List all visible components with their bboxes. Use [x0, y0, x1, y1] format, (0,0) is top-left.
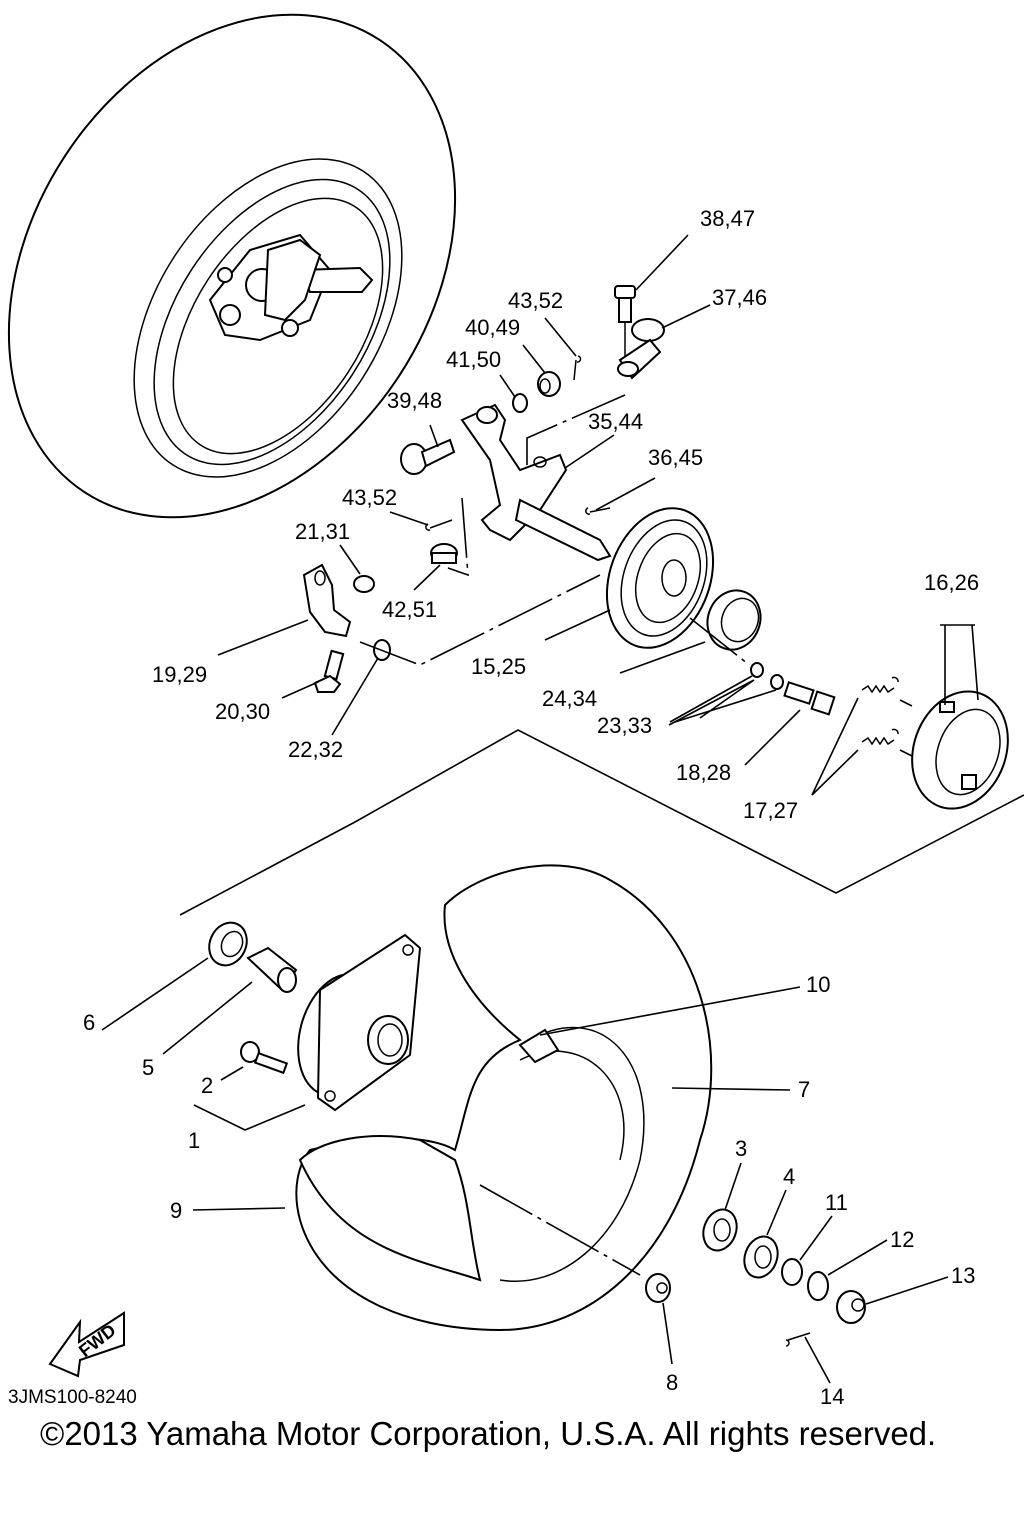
cam-lever-19-29: [302, 563, 352, 638]
bracket-1: [193, 1104, 306, 1131]
callout-10: 10: [806, 972, 830, 997]
hub-bolt-3: [217, 267, 233, 283]
o-ring-23-33-b: [770, 674, 784, 690]
tire-outer-outline: [7, 13, 457, 519]
tire-9-half: [298, 1135, 482, 1282]
callout-17-27: 17,27: [743, 798, 798, 823]
lower-wheel-group: [193, 864, 866, 1347]
callout-19-29: 19,29: [152, 662, 207, 687]
tie-rod-end-36-45: [617, 318, 665, 380]
callout-35-44: 35,44: [588, 409, 643, 434]
assembled-wheel: [7, 13, 457, 519]
knuckle-35-44: [460, 403, 612, 562]
centerline-lever: [359, 574, 601, 666]
callout-7: 7: [798, 1077, 810, 1102]
brake-lever-group: [302, 563, 601, 693]
castle-nut-40-49: [537, 371, 561, 397]
centerline-brake: [689, 617, 913, 757]
copyright-notice: ©2013 Yamaha Motor Corporation, U.S.A. A…: [40, 1415, 936, 1452]
fwd-arrow-icon: FWD: [48, 1311, 125, 1378]
callout-13: 13: [951, 1263, 975, 1288]
hub-bolt: [219, 304, 241, 326]
spring-17-27-a: [861, 676, 899, 694]
cotter-pin-43-52-top: [573, 355, 582, 381]
tire-7: [295, 864, 713, 1332]
rim-edge: [499, 1026, 645, 1282]
callout-3: 3: [735, 1136, 747, 1161]
brake-shoes-16-26: [911, 690, 1009, 810]
callout-14: 14: [820, 1384, 844, 1409]
cotter-pin-14: [785, 1332, 811, 1347]
collar-11: [781, 1258, 803, 1286]
knuckle-on-wheel: [263, 238, 322, 322]
callout-1: 1: [188, 1128, 200, 1153]
camshaft-18-28: [783, 681, 836, 716]
bolt-37-46: [614, 285, 636, 362]
bracket-16-26: [940, 624, 979, 705]
callout-16-26: 16,26: [924, 570, 979, 595]
callout-12: 12: [890, 1227, 914, 1252]
callout-8: 8: [666, 1370, 678, 1395]
callout-23-33: 23,33: [597, 713, 652, 738]
callout-labels: 38,47 37,46 43,52 40,49 41,50 39,48 35,4…: [83, 206, 979, 1409]
centerline-nut-8: [479, 1184, 641, 1276]
centerline-tie-rod: [526, 394, 626, 465]
knuckle-group: [400, 285, 665, 577]
callout-4: 4: [783, 1164, 795, 1189]
callout-11: 11: [825, 1190, 848, 1215]
callout-6: 6: [83, 1010, 95, 1035]
assembly-group-line: [179, 729, 1024, 916]
rim-inner: [172, 197, 384, 455]
callout-43-52-lower: 43,52: [342, 485, 397, 510]
hub-bolt-2: [281, 319, 299, 337]
stud-2: [240, 1041, 289, 1075]
bolt-39-48: [400, 438, 456, 475]
nut-8: [645, 1273, 671, 1303]
callout-41-50: 41,50: [446, 347, 501, 372]
callout-15-25: 15,25: [471, 654, 526, 679]
callout-40-49: 40,49: [465, 315, 520, 340]
nut-21-31: [353, 575, 375, 593]
washer-41-50: [512, 393, 528, 413]
callout-5: 5: [142, 1055, 154, 1080]
callout-42-51: 42,51: [382, 597, 437, 622]
cotter-pin-43-52-lower: [425, 519, 453, 531]
spring-17-27-b: [861, 728, 899, 746]
oil-seal-4: [743, 1235, 779, 1279]
callout-22-32: 22,32: [288, 737, 343, 762]
tire-bead-outline: [133, 158, 403, 478]
callout-21-31: 21,31: [295, 519, 350, 544]
diagram-code: 3JMS100-8240: [8, 1387, 137, 1408]
o-ring-23-33-a: [750, 662, 764, 678]
seal-6: [208, 921, 248, 967]
callout-2: 2: [201, 1073, 213, 1098]
brake-group: [605, 507, 1009, 810]
bolt-20-30: [313, 649, 345, 693]
leader-lines: [101, 234, 949, 1384]
callout-24-34: 24,34: [542, 686, 597, 711]
axle-nut-13: [836, 1290, 866, 1324]
washer-12: [807, 1271, 829, 1301]
hub-1: [297, 933, 422, 1112]
spindle: [514, 498, 612, 562]
callout-20-30: 20,30: [215, 699, 270, 724]
callout-18-28: 18,28: [676, 760, 731, 785]
callout-9: 9: [170, 1198, 182, 1223]
castle-nut-42-51: [430, 543, 458, 564]
callout-43-52-top: 43,52: [508, 288, 563, 313]
callout-39-48: 39,48: [387, 388, 442, 413]
seal-24-34: [706, 589, 762, 651]
callout-38-47: 36,45: [648, 445, 703, 470]
spacer-5: [246, 946, 298, 993]
centerline-knuckle-nut: [447, 497, 469, 577]
callout-37-46: 38,47: [700, 206, 755, 231]
brake-plate-15-25: [605, 507, 715, 649]
valve-10: [518, 1028, 560, 1064]
callout-36-45: 37,46: [712, 285, 767, 310]
rim-outer: [153, 178, 391, 466]
cotter-pin-38-47: [585, 507, 611, 515]
bearing-3: [702, 1208, 738, 1252]
